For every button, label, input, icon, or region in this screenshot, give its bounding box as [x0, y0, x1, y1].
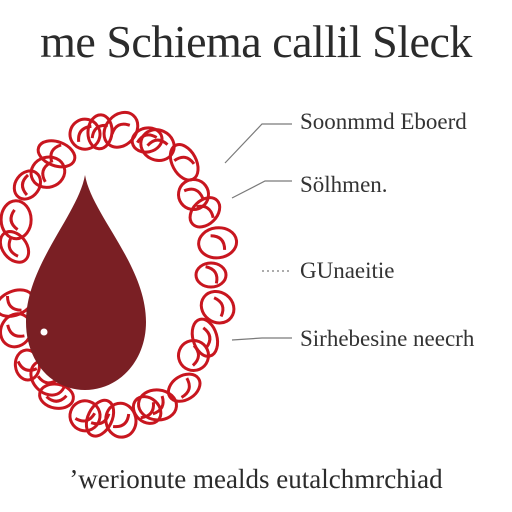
chain-twist — [74, 412, 96, 423]
blood-drop-icon — [26, 175, 146, 390]
leader-line-4 — [231, 337, 292, 341]
chain-twist — [45, 394, 68, 403]
chain-loop — [188, 196, 222, 229]
chain-twist — [140, 402, 156, 420]
chain-twist — [213, 296, 225, 318]
chain-loop — [12, 169, 43, 201]
chain-twist — [136, 133, 158, 144]
chain-twist — [202, 326, 212, 349]
callout-label-4: Sirhebesine neecrh — [300, 326, 475, 351]
chain-twist — [191, 344, 200, 367]
chain-twist — [183, 187, 205, 199]
chain-loop — [166, 372, 202, 403]
callout-label-3: GUnaeitie — [300, 258, 395, 283]
chain-twist — [9, 209, 19, 231]
leader-line-1 — [224, 123, 292, 164]
chain-twist — [152, 395, 165, 416]
chain-twist — [49, 143, 62, 164]
chain-twist — [210, 234, 227, 250]
chain-twist — [90, 413, 111, 426]
chain-twist — [146, 138, 169, 147]
chain-twist — [180, 377, 191, 399]
chain-loop — [38, 382, 75, 410]
chain-loop — [104, 401, 138, 439]
chain-loop — [168, 143, 200, 182]
chain-loop — [199, 289, 236, 325]
chain-loop — [194, 261, 228, 289]
chain-loop — [137, 388, 178, 422]
chain-loop — [197, 226, 239, 260]
chain-twist — [7, 236, 19, 258]
chain-twist — [5, 295, 22, 312]
chain-twist — [205, 265, 219, 284]
chain-loop — [84, 398, 116, 438]
chain-twist — [16, 360, 38, 372]
chain-twist — [110, 122, 131, 135]
chain-loop — [139, 128, 176, 162]
drop-highlight — [40, 328, 48, 336]
chain-twist — [196, 204, 215, 219]
callout-label-1: Soonmmd Eboerd — [300, 109, 467, 134]
chain-ring — [0, 110, 239, 439]
footer-caption: ’werionute mealds eutalchmrchiad — [69, 464, 443, 494]
chain-twist — [173, 155, 196, 165]
chain-twist — [112, 413, 131, 429]
chain-loop — [177, 339, 210, 372]
callout-label-2: Sölhmen. — [300, 172, 388, 197]
chain-twist — [41, 161, 52, 183]
chain-twist — [6, 324, 25, 338]
chain-loop — [131, 395, 163, 425]
chain-loop — [130, 126, 164, 154]
chain-twist — [20, 173, 30, 196]
leader-line-2 — [231, 180, 292, 199]
chain-loop — [36, 139, 77, 169]
chain-loop — [0, 199, 33, 241]
page-title: me Schiema callil Sleck — [40, 16, 472, 67]
chain-loop — [68, 399, 102, 433]
